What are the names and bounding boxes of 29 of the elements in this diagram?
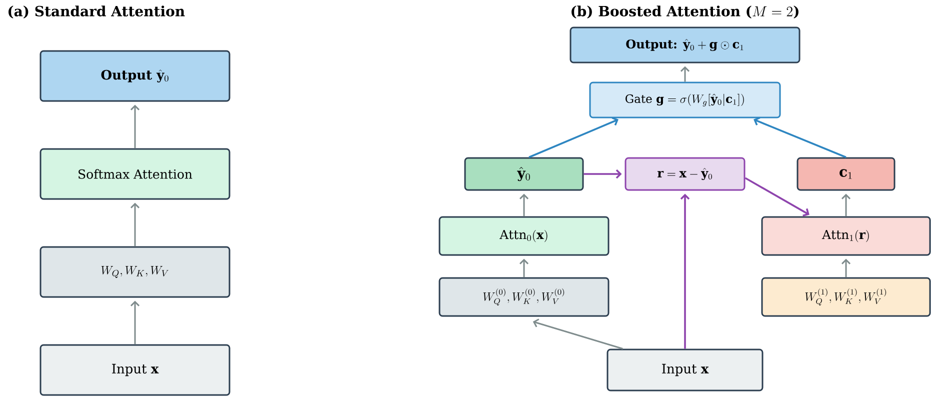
arrow xyxy=(680,66,690,82)
residual-box: $\mathbf{r}=\mathbf{x}-\hat{\mathbf{y}}_0$ xyxy=(624,157,746,191)
arrow xyxy=(680,194,690,349)
arrow xyxy=(532,318,623,350)
arrow xyxy=(744,177,810,216)
process-box: Softmax Attention xyxy=(40,148,230,200)
output-box: $\textbf{Output: }\hat{\mathbf{y}}_0+\mathbf{g}\odot\mathbf{c}_1$ xyxy=(570,26,800,64)
arrow xyxy=(130,202,140,246)
panel-title: $\textbf{(a) Standard Attention}$ xyxy=(8,6,185,18)
output-box: $\textbf{Output }\hat{\mathbf{y}}_0$ xyxy=(40,50,230,102)
weights-box: $W_Q^{(0)},W_K^{(0)},W_V^{(0)}$ xyxy=(438,277,610,317)
arrow xyxy=(754,116,846,158)
output-box: $\hat{\mathbf{y}}_0$ xyxy=(464,157,584,191)
arrow xyxy=(130,104,140,148)
input-box: $\textrm{Input }\mathbf{x}$ xyxy=(606,348,764,392)
correction-box: $\mathbf{c}_1$ xyxy=(796,157,896,191)
process-box: $\mathrm{Attn}_1(\mathbf{r})$ xyxy=(761,216,931,256)
arrow xyxy=(841,194,851,216)
arrow xyxy=(130,300,140,344)
arrow xyxy=(519,258,529,278)
weights-box: $W_Q,W_K,W_V$ xyxy=(40,246,230,298)
arrow xyxy=(519,194,529,216)
weights-box: $W_Q^{(1)},W_K^{(1)},W_V^{(1)}$ xyxy=(761,277,931,317)
arrow xyxy=(841,258,851,278)
input-box: $\textrm{Input }\mathbf{x}$ xyxy=(40,344,230,396)
gate-box: $\textrm{Gate }\mathbf{g}=\sigma(W_g[\hat{\mathbf{y}}_0|\mathbf{c}_1])$ xyxy=(589,82,781,118)
arrow xyxy=(584,169,622,179)
arrow xyxy=(528,116,618,158)
process-box: $\mathrm{Attn}_0(\mathbf{x})$ xyxy=(438,216,610,256)
